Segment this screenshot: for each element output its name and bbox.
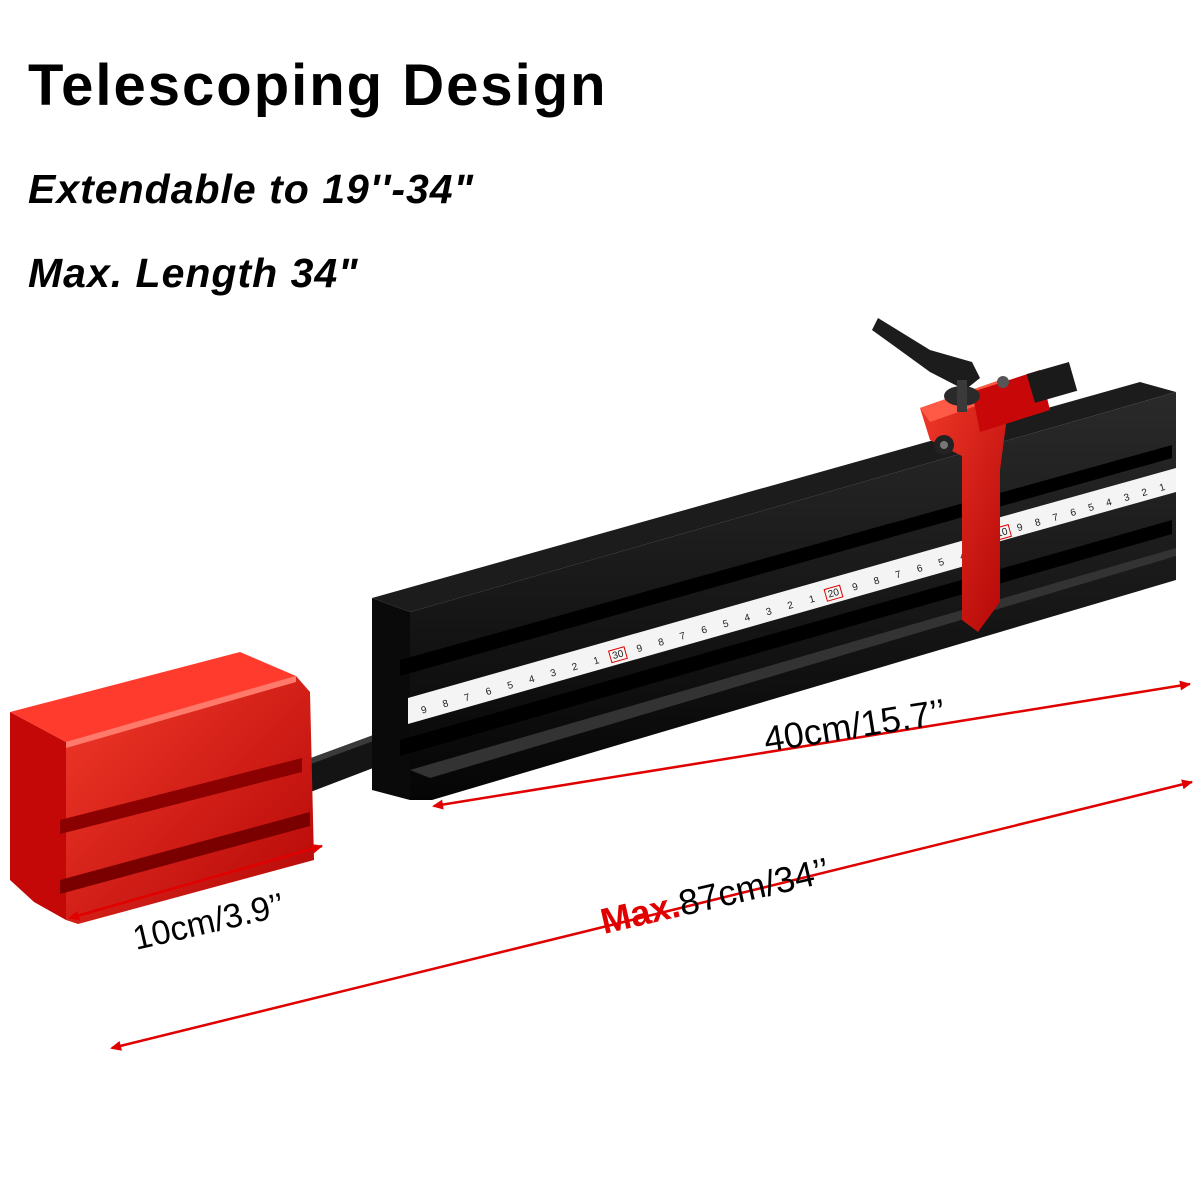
- back-ruler-mark-6: 4: [1105, 497, 1114, 509]
- clamp-handle-icon: [872, 318, 980, 412]
- back-ruler-tape: [990, 468, 1176, 544]
- front-ruler-mark-7: 2: [571, 661, 580, 673]
- dimension-arrow-max: [110, 779, 1193, 1051]
- back-ruler-mark-9: 1: [1158, 482, 1167, 494]
- back-ruler-mark-7: 3: [1123, 492, 1132, 504]
- front-ruler-mark-22: 7: [894, 569, 903, 581]
- dimension-label-max: Max.87cm/34’’: [597, 849, 834, 941]
- max-value: 87cm/34’’: [675, 849, 834, 923]
- front-ruler-mark-10: 9: [635, 643, 644, 655]
- front-ruler-mark-19: 20: [827, 587, 841, 601]
- subtitle-max-length: Max. Length 34": [28, 250, 359, 296]
- back-ruler-mark-8: 2: [1140, 487, 1149, 499]
- front-ruler-mark-6: 3: [549, 667, 558, 679]
- max-prefix: Max.: [597, 884, 684, 942]
- front-ruler-mark-12: 7: [679, 631, 688, 643]
- flip-stop-icon: [920, 361, 1078, 632]
- back-ruler-mark-3: 7: [1051, 512, 1060, 524]
- subtitle-extendable: Extendable to 19''-34": [28, 166, 475, 212]
- headline: Telescoping Design: [28, 53, 608, 118]
- back-ruler-mark-1: 9: [1016, 522, 1025, 534]
- front-ruler-mark-24: 5: [937, 557, 946, 569]
- front-ruler-box-9: [607, 646, 628, 664]
- red-extension-block: [10, 652, 314, 924]
- front-ruler-mark-16: 3: [765, 606, 774, 618]
- front-ruler-mark-21: 8: [873, 575, 882, 587]
- front-ruler-mark-18: 1: [808, 594, 817, 606]
- front-ruler-mark-0: 9: [420, 704, 429, 716]
- front-ruler-mark-8: 1: [592, 655, 601, 667]
- front-ruler-mark-14: 5: [722, 618, 731, 630]
- front-ruler-mark-9: 30: [611, 648, 625, 662]
- front-ruler-mark-17: 2: [786, 600, 795, 612]
- back-ruler-mark-4: 6: [1069, 507, 1078, 519]
- front-ruler-mark-20: 9: [851, 581, 860, 593]
- back-ruler-mark-5: 5: [1087, 502, 1096, 514]
- front-ruler-tape: [408, 530, 1000, 724]
- back-ruler-mark-2: 8: [1034, 517, 1043, 529]
- front-ruler-box-19: [823, 584, 844, 602]
- dimension-label-body: 40cm/15.7’’: [761, 691, 949, 760]
- front-ruler-mark-13: 6: [700, 624, 709, 636]
- front-ruler-mark-11: 8: [657, 637, 666, 649]
- front-ruler-mark-5: 4: [528, 674, 537, 686]
- front-ruler-mark-23: 6: [916, 563, 925, 575]
- front-ruler-mark-15: 4: [743, 612, 752, 624]
